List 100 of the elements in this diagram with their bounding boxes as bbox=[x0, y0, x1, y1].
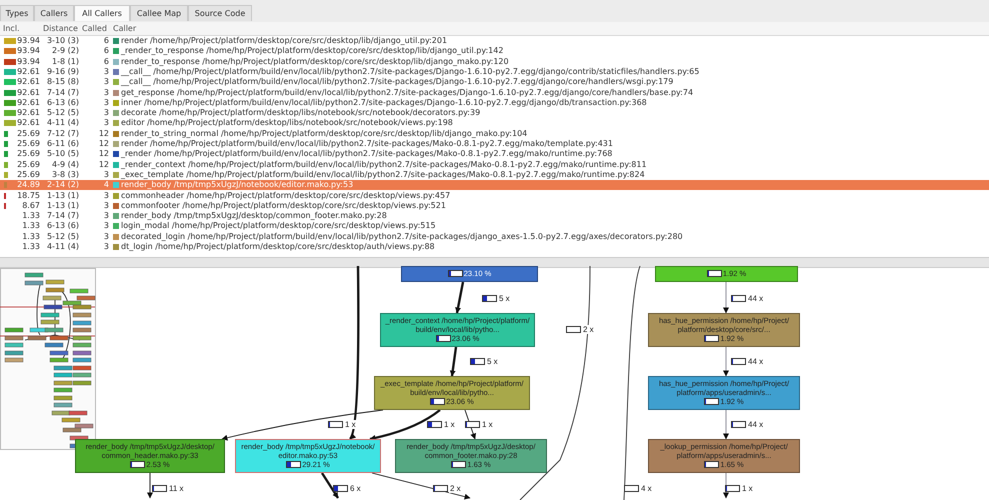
call-count: 3 bbox=[104, 242, 109, 252]
caller-name: _render /home/hp/Project/platform/build/env/local/lib/python2.7/site-packages/Mako-0.8.1-py2.7.egg/mako/runtime.py:768 bbox=[121, 149, 612, 160]
call-count: 3 bbox=[104, 221, 109, 232]
call-arrow bbox=[723, 346, 729, 376]
edge-label: 5 x bbox=[498, 294, 511, 303]
inclusive-cost: 92.61 bbox=[17, 98, 40, 108]
call-arrow bbox=[348, 266, 360, 440]
distance-value: 1-13 (1) bbox=[46, 200, 79, 211]
call-count: 12 bbox=[98, 149, 109, 160]
call-arrow bbox=[320, 472, 340, 499]
edge-label: 44 x bbox=[747, 357, 764, 366]
tab: Callee Map bbox=[130, 5, 188, 21]
caller-name: login_modal /home/hp/Project/platform/desktop/core/src/desktop/views.py:515 bbox=[121, 221, 436, 232]
caller-name: decorate /home/hp/Project/platform/desktop/libs/notebook/src/notebook/decorators.py:39 bbox=[121, 108, 480, 118]
distance-value: 4-11 (4) bbox=[46, 242, 79, 252]
distance-value: 1-8 (1) bbox=[52, 56, 79, 67]
inclusive-cost: 92.61 bbox=[17, 88, 40, 98]
inclusive-cost: 25.69 bbox=[17, 149, 40, 160]
call-count: 3 bbox=[104, 200, 109, 211]
column-header: Caller bbox=[113, 23, 136, 35]
column-header: Called bbox=[82, 23, 107, 35]
inclusive-cost: 92.61 bbox=[17, 77, 40, 88]
call-arrow bbox=[372, 472, 470, 500]
tab: Callers bbox=[34, 5, 74, 21]
function-node bbox=[655, 266, 798, 282]
call-count: 3 bbox=[104, 66, 109, 77]
distance-value: 2-14 (2) bbox=[46, 180, 79, 190]
call-arrow bbox=[723, 410, 729, 440]
distance-value: 5-10 (5) bbox=[46, 149, 79, 160]
column-header: Distance bbox=[43, 23, 78, 35]
inclusive-cost: 1.33 bbox=[22, 221, 40, 232]
call-count-label: 2 x bbox=[582, 325, 595, 334]
edge-label: 1 x bbox=[344, 420, 357, 429]
distance-value: 7-12 (7) bbox=[46, 128, 79, 139]
column-header: Incl. bbox=[3, 23, 20, 35]
call-count: 3 bbox=[104, 190, 109, 200]
caller-name: dt_login /home/hp/Project/platform/desktop/core/src/desktop/auth/views.py:88 bbox=[121, 242, 435, 252]
caller-name: commonheader /home/hp/Project/platform/desktop/core/src/desktop/views.py:457 bbox=[121, 190, 450, 200]
call-arrow bbox=[723, 282, 729, 314]
distance-value: 3-8 (3) bbox=[52, 170, 79, 180]
distance-value: 3-10 (3) bbox=[46, 36, 79, 46]
call-count: 3 bbox=[104, 118, 109, 128]
call-count: 12 bbox=[98, 160, 109, 170]
distance-value: 9-16 (9) bbox=[46, 66, 79, 77]
call-count: 4 bbox=[104, 180, 109, 190]
inclusive-cost: 92.61 bbox=[17, 108, 40, 118]
call-count: 3 bbox=[104, 211, 109, 222]
caller-name: render_body /tmp/tmp5xUgzJ/desktop/common_footer.mako.py:28 bbox=[121, 211, 387, 222]
inclusive-cost: 1.33 bbox=[22, 242, 40, 252]
call-count: 12 bbox=[98, 128, 109, 139]
function-node bbox=[380, 313, 535, 347]
distance-value: 1-13 (1) bbox=[46, 190, 79, 200]
caller-name: _exec_template /home/hp/Project/platform/build/env/local/lib/python2.7/site-packages/Mako-0.8.1-py2.7.egg/mako/runtime.py:824 bbox=[121, 170, 645, 180]
call-count: 3 bbox=[104, 98, 109, 108]
distance-value: 7-14 (7) bbox=[46, 211, 79, 222]
call-count: 6 bbox=[104, 56, 109, 67]
distance-value: 4-11 (4) bbox=[46, 118, 79, 128]
call-arrow bbox=[455, 282, 464, 314]
distance-value: 5-12 (5) bbox=[46, 108, 79, 118]
caller-name: __call__ /home/hp/Project/platform/build/env/local/lib/python2.7/site-packages/Django-1.6.10-py2.7.egg/django/contrib/staticfiles/handlers.py:65 bbox=[121, 66, 700, 77]
distance-value: 7-14 (7) bbox=[46, 88, 79, 98]
caller-name: get_response /home/hp/Project/platform/build/env/local/lib/python2.7/site-packages/Django-1.6.10-py2.7.egg/django/core/handlers/base.py:74 bbox=[121, 88, 694, 98]
function-node bbox=[235, 439, 381, 473]
function-node bbox=[648, 376, 800, 410]
call-arrow bbox=[450, 346, 458, 376]
edge-label: 2 x bbox=[449, 484, 462, 493]
caller-name: __call__ /home/hp/Project/platform/build/env/local/lib/python2.7/site-packages/Django-1.6.10-py2.7.egg/django/core/handlers/wsgi.py:179 bbox=[121, 77, 674, 88]
inclusive-cost: 93.94 bbox=[17, 56, 40, 67]
caller-name: render_to_response /home/hp/Project/platform/desktop/core/src/desktop/lib/django_mako.py:120 bbox=[121, 56, 509, 67]
caller-name: inner /home/hp/Project/platform/build/env/local/lib/python2.7/site-packages/Django-1.6.10-py2.7.egg/django/db/transaction.py:368 bbox=[121, 98, 647, 108]
call-count: 3 bbox=[104, 77, 109, 88]
distance-value: 4-9 (4) bbox=[52, 160, 79, 170]
call-arrow bbox=[723, 472, 729, 498]
inclusive-cost: 1.33 bbox=[22, 211, 40, 222]
tab: Source Code bbox=[188, 5, 252, 21]
call-count: 12 bbox=[98, 139, 109, 149]
caller-name: render /home/hp/Project/platform/desktop/core/src/desktop/lib/django_util.py:201 bbox=[121, 36, 448, 46]
call-count: 3 bbox=[104, 232, 109, 242]
inclusive-cost: 25.69 bbox=[17, 160, 40, 170]
distance-value: 6-13 (6) bbox=[46, 98, 79, 108]
inclusive-cost: 93.94 bbox=[17, 46, 40, 56]
edge-label: 44 x bbox=[747, 420, 764, 429]
call-count: 3 bbox=[104, 170, 109, 180]
inclusive-cost: 92.61 bbox=[17, 66, 40, 77]
tab: All Callers bbox=[74, 5, 130, 21]
edge-label: 1 x bbox=[741, 484, 754, 493]
inclusive-cost: 24.89 bbox=[17, 180, 40, 190]
call-arrow bbox=[147, 472, 153, 498]
caller-name: editor /home/hp/Project/platform/desktop/libs/notebook/src/notebook/views.py:198 bbox=[121, 118, 453, 128]
inclusive-cost: 25.69 bbox=[17, 170, 40, 180]
call-count: 6 bbox=[104, 46, 109, 56]
call-count-label: 4 x bbox=[640, 484, 653, 493]
distance-value: 6-11 (6) bbox=[46, 139, 79, 149]
distance-value: 5-12 (5) bbox=[46, 232, 79, 242]
function-node bbox=[395, 439, 547, 473]
inclusive-cost: 18.75 bbox=[17, 190, 40, 200]
call-count: 3 bbox=[104, 108, 109, 118]
edge-label: 1 x bbox=[443, 420, 456, 429]
distance-value: 6-13 (6) bbox=[46, 221, 79, 232]
caller-name: commonfooter /home/hp/Project/platform/desktop/core/src/desktop/views.py:521 bbox=[121, 200, 446, 211]
